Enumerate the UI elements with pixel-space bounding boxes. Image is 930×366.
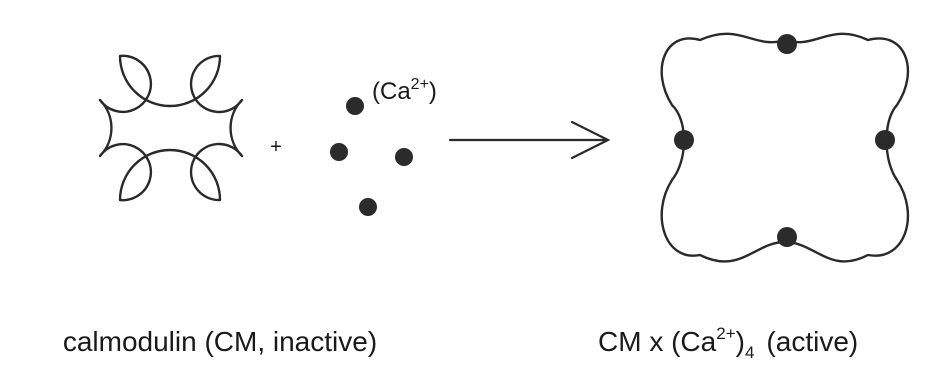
product-label-prefix: CM x (Ca — [598, 326, 717, 357]
right-arrow-icon — [448, 120, 611, 160]
bound-calcium-ion — [777, 227, 797, 247]
calmodulin-active-shape — [660, 32, 910, 263]
calcium-label-prefix: (Ca — [372, 78, 411, 105]
plus-sign: + — [270, 136, 282, 158]
product-label-paren-close: ) — [736, 326, 745, 357]
calcium-ion — [395, 148, 413, 166]
reactant-label: calmodulin (CM, inactive) — [63, 326, 377, 357]
product-label-superscript: 2+ — [716, 324, 735, 343]
calcium-ions-free — [330, 97, 413, 216]
calcium-ion — [359, 198, 377, 216]
bound-calcium-ion — [674, 130, 694, 150]
calcium-label: (Ca2+) — [372, 76, 437, 105]
bound-calcium-ion — [777, 34, 797, 54]
calcium-label-superscript: 2+ — [411, 76, 429, 93]
product-label: CM x (Ca2+)4 (active) — [598, 324, 858, 362]
calcium-ion — [346, 97, 364, 115]
product-label-suffix: (active) — [766, 326, 858, 357]
calmodulin-inactive-outline — [98, 54, 244, 202]
product-label-subscript: 4 — [745, 343, 754, 362]
bound-calcium-ion — [875, 130, 895, 150]
calmodulin-inactive-shape — [98, 54, 244, 202]
calcium-label-suffix: ) — [429, 78, 437, 105]
calcium-ion — [330, 143, 348, 161]
calmodulin-active-outline — [660, 32, 910, 263]
